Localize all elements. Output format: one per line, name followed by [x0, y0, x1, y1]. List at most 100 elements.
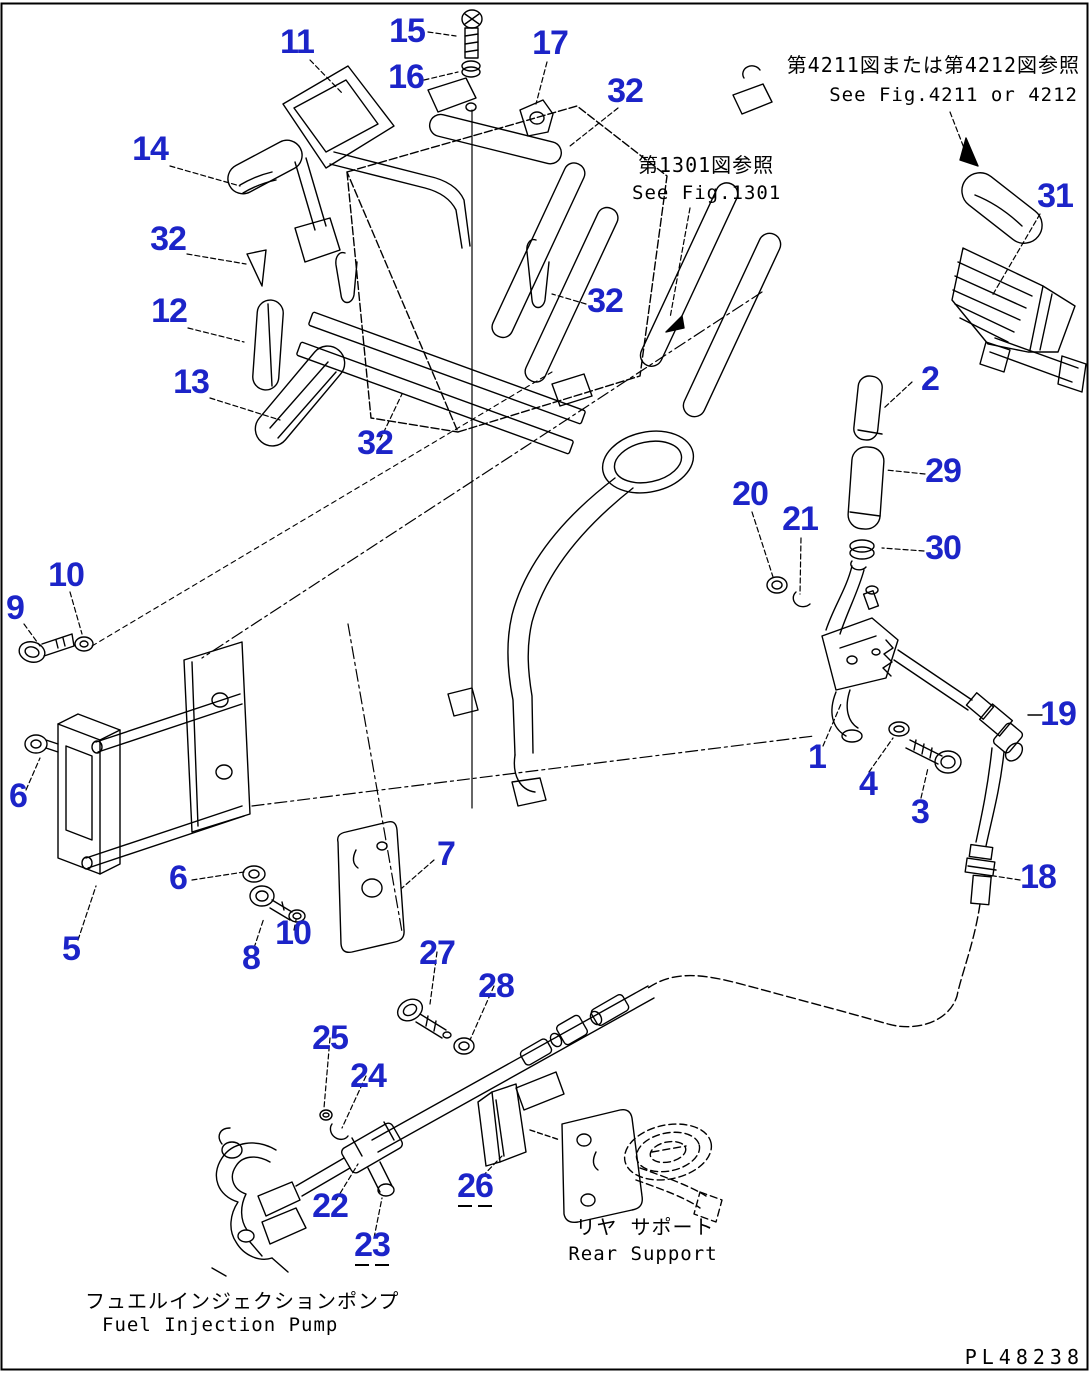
clip-17 [519, 99, 554, 137]
arrow-fig4211 [959, 137, 979, 167]
note-fig1301: 第1301図参照 See Fig.1301 [632, 153, 781, 204]
callout-32: 32 [587, 282, 623, 320]
note-rear-support: リヤ サポート Rear Support [568, 1215, 717, 1265]
bolt-15 [461, 9, 483, 59]
callout-13: 13 [173, 363, 209, 401]
callout-22: 22 [312, 1187, 348, 1225]
note-fuel-pump-en: Fuel Injection Pump [102, 1314, 338, 1336]
callout-26: 26 [457, 1167, 493, 1205]
callout-27: 27 [419, 934, 455, 972]
note-fig1301-jp: 第1301図参照 [638, 153, 774, 177]
console-panel [346, 105, 668, 433]
callout-24: 24 [350, 1057, 387, 1095]
bracket-7 [336, 820, 405, 954]
washer-28 [453, 1037, 475, 1055]
console-details [296, 65, 773, 717]
note-rear-support-jp: リヤ サポート [575, 1215, 714, 1239]
callout-31: 31 [1037, 177, 1073, 215]
callout-12: 12 [151, 292, 187, 330]
callout-17: 17 [532, 24, 568, 62]
callout-6: 6 [9, 777, 27, 815]
washer-10 [74, 636, 94, 652]
bolt-8 [249, 885, 293, 921]
nut-30 [849, 539, 875, 560]
nut-16 [461, 60, 481, 78]
note-fig4211-jp: 第4211図または第4212図参照 [787, 53, 1080, 77]
callout-10: 10 [48, 556, 84, 594]
leader-anchor [465, 102, 477, 112]
pump-lever [211, 1127, 307, 1277]
callout-29: 29 [925, 452, 961, 490]
callout-28: 28 [478, 967, 514, 1005]
washer-6-bottom [242, 865, 266, 883]
bolt-27 [396, 998, 452, 1039]
slot-covers-32 [428, 113, 782, 418]
note-fig4211-en: See Fig.4211 or 4212 [829, 84, 1078, 106]
center-lever [507, 430, 695, 807]
arrow-fig1301 [665, 315, 685, 333]
position-line [91, 371, 553, 647]
callout-21: 21 [782, 500, 818, 538]
bolt-6-left [24, 734, 59, 754]
callout-7: 7 [437, 835, 455, 873]
washer-25 [319, 1109, 333, 1121]
connector-19 [965, 692, 1043, 762]
grip-29 [847, 446, 885, 530]
note-fuel-pump-jp: フュエルインジェクションポンプ [85, 1289, 399, 1313]
turnbuckle-22 [341, 1121, 403, 1174]
callout-3: 3 [911, 793, 929, 831]
construction-lines [201, 291, 815, 933]
callout-6: 6 [169, 859, 187, 897]
fork-end-23 [367, 1161, 395, 1197]
callout-32: 32 [150, 220, 186, 258]
clip-24 [329, 1123, 349, 1141]
callout-2: 2 [921, 360, 939, 398]
lever-assembly-1 [821, 560, 973, 743]
callout-16: 16 [388, 58, 424, 96]
note-fuel-pump: フュエルインジェクションポンプ Fuel Injection Pump [85, 1289, 399, 1336]
control-rod [295, 985, 655, 1197]
mount-plate [183, 641, 251, 833]
callout-10: 10 [275, 914, 311, 952]
pad-12 [252, 299, 284, 391]
callout-9: 9 [6, 589, 24, 627]
callout-20: 20 [732, 475, 768, 513]
callout-25: 25 [312, 1019, 348, 1057]
bolt-9 [18, 633, 75, 663]
rear-support-bracket [561, 1108, 723, 1224]
callout-leaders [23, 31, 1041, 1239]
shift-knob-31 [951, 172, 1087, 393]
cable-18 [647, 747, 1005, 1028]
callout-15: 15 [389, 12, 425, 50]
bracket-26 [477, 1071, 565, 1167]
callout-32: 32 [357, 424, 393, 462]
callout-11: 11 [280, 23, 314, 61]
note-rear-support-en: Rear Support [568, 1243, 717, 1265]
callout-30: 30 [925, 529, 961, 567]
callout-32: 32 [607, 72, 643, 110]
callout-4: 4 [859, 765, 878, 803]
callout-5: 5 [62, 930, 80, 968]
note-fig4211: 第4211図または第4212図参照 See Fig.4211 or 4212 [787, 53, 1080, 106]
spacer-block-5 [57, 713, 121, 875]
washer-10-bottom [288, 909, 306, 923]
drawing-number: PL48238 [965, 1345, 1084, 1369]
callout-23: 23 [354, 1226, 390, 1264]
boot-cone-32 [246, 249, 267, 287]
bolt-3 [905, 739, 962, 774]
callout-18: 18 [1020, 858, 1056, 896]
clip-21 [792, 591, 811, 608]
pad-13 [254, 345, 346, 447]
callout-19: 19 [1040, 695, 1076, 733]
washer-20 [766, 576, 788, 594]
lever-rod-2 [853, 375, 883, 441]
callout-8: 8 [242, 939, 260, 977]
callout-14: 14 [132, 130, 169, 168]
washer-4 [888, 721, 910, 737]
note-fig1301-en: See Fig.1301 [632, 182, 781, 204]
handle-11 [282, 65, 471, 263]
